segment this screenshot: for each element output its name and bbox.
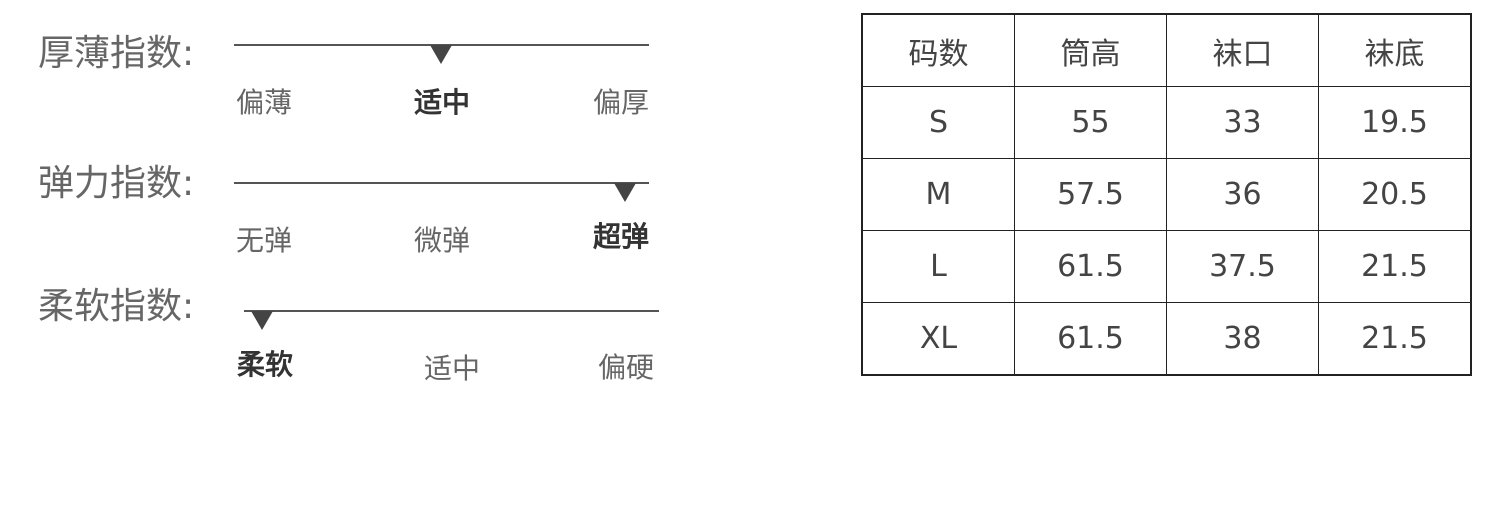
elasticity-pointer-icon (614, 183, 636, 202)
elasticity-index-title: 弹力指数: (38, 163, 195, 204)
elasticity-index: 弹力指数: 无弹 微弹 超弹 (0, 162, 700, 282)
cell-leg-height: 61.5 (1014, 230, 1167, 303)
cell-cuff: 36 (1166, 158, 1319, 231)
thickness-pointer-icon (430, 45, 452, 64)
table-row: S 55 33 19.5 (861, 86, 1472, 159)
cell-leg-height: 55 (1014, 86, 1167, 159)
cell-sole: 19.5 (1318, 86, 1472, 159)
thickness-option-thick: 偏厚 (593, 86, 650, 119)
size-table: 码数 筒高 袜口 袜底 S 55 33 19.5 M 57.5 36 20.5 … (861, 13, 1472, 376)
header-size: 码数 (861, 13, 1015, 87)
softness-scale-line (244, 310, 659, 312)
cell-size: S (861, 86, 1015, 159)
elasticity-option-none: 无弹 (236, 224, 293, 257)
cell-sole: 20.5 (1318, 158, 1472, 231)
thickness-index: 厚薄指数: 偏薄 适中 偏厚 (0, 32, 700, 152)
softness-option-hard: 偏硬 (598, 351, 655, 384)
table-header-row: 码数 筒高 袜口 袜底 (861, 13, 1472, 87)
softness-option-medium: 适中 (424, 352, 481, 385)
cell-cuff: 37.5 (1166, 230, 1319, 303)
cell-leg-height: 57.5 (1014, 158, 1167, 231)
softness-option-soft: 柔软 (237, 348, 294, 381)
table-row: M 57.5 36 20.5 (861, 158, 1472, 231)
elasticity-option-super: 超弹 (593, 220, 650, 253)
cell-cuff: 33 (1166, 86, 1319, 159)
elasticity-scale-line (234, 182, 649, 184)
cell-sole: 21.5 (1318, 230, 1472, 303)
cell-size: M (861, 158, 1015, 231)
elasticity-option-slight: 微弹 (414, 224, 471, 257)
table-row: L 61.5 37.5 21.5 (861, 230, 1472, 303)
header-leg-height: 筒高 (1014, 13, 1167, 87)
cell-sole: 21.5 (1318, 302, 1472, 376)
thickness-option-thin: 偏薄 (236, 86, 293, 119)
table-row: XL 61.5 38 21.5 (861, 302, 1472, 376)
thickness-option-medium: 适中 (414, 86, 471, 119)
cell-leg-height: 61.5 (1014, 302, 1167, 376)
cell-cuff: 38 (1166, 302, 1319, 376)
softness-pointer-icon (251, 311, 273, 330)
softness-index: 柔软指数: 柔软 适中 偏硬 (0, 285, 700, 405)
header-sole: 袜底 (1318, 13, 1472, 87)
product-indices: 厚薄指数: 偏薄 适中 偏厚 弹力指数: 无弹 微弹 超弹 柔软指数: 柔软 适… (0, 0, 700, 518)
thickness-index-title: 厚薄指数: (38, 33, 195, 74)
cell-size: XL (861, 302, 1015, 376)
cell-size: L (861, 230, 1015, 303)
header-cuff: 袜口 (1166, 13, 1319, 87)
softness-index-title: 柔软指数: (38, 286, 195, 327)
